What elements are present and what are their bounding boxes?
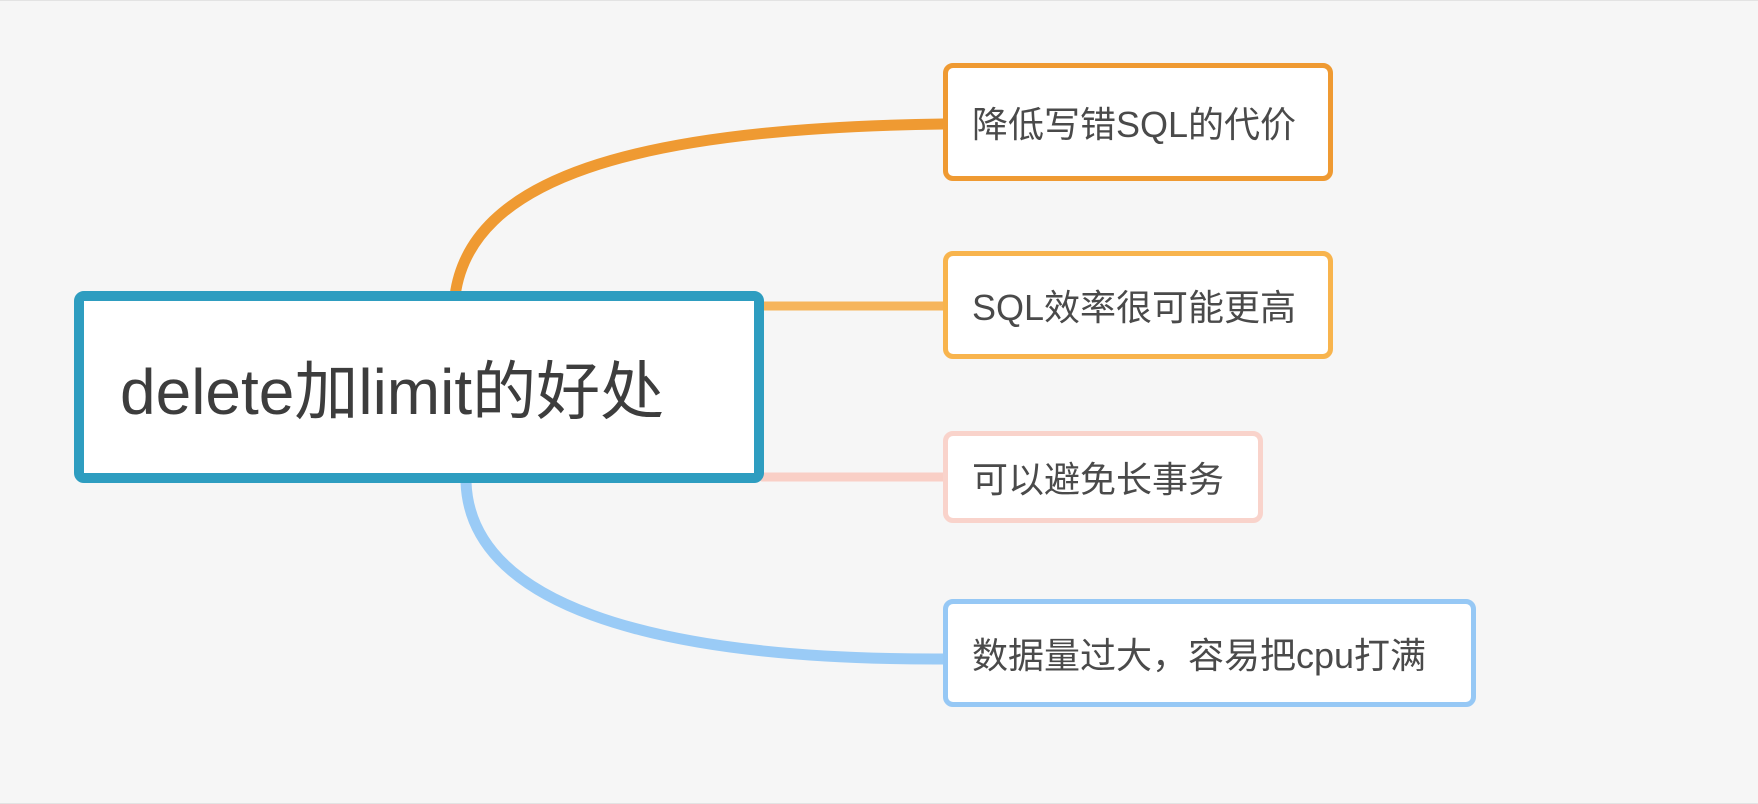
root-node[interactable]: delete加limit的好处 bbox=[74, 291, 764, 483]
branch-node-1-label: 降低写错SQL的代价 bbox=[972, 104, 1297, 145]
root-node-label: delete加limit的好处 bbox=[120, 356, 665, 428]
branch-node-3-label: 可以避免长事务 bbox=[972, 459, 1225, 500]
branch-node-3[interactable]: 可以避免长事务 bbox=[943, 431, 1263, 523]
top-divider bbox=[0, 0, 1758, 1]
branch-node-4-label: 数据量过大，容易把cpu打满 bbox=[972, 635, 1427, 676]
branch-node-4[interactable]: 数据量过大，容易把cpu打满 bbox=[943, 599, 1476, 707]
branch-node-2[interactable]: SQL效率很可能更高 bbox=[943, 251, 1333, 359]
branch-node-1[interactable]: 降低写错SQL的代价 bbox=[943, 63, 1333, 181]
connector-branch-1 bbox=[449, 118, 949, 302]
branch-node-2-label: SQL效率很可能更高 bbox=[972, 287, 1297, 328]
connector-branch-4 bbox=[460, 476, 949, 665]
